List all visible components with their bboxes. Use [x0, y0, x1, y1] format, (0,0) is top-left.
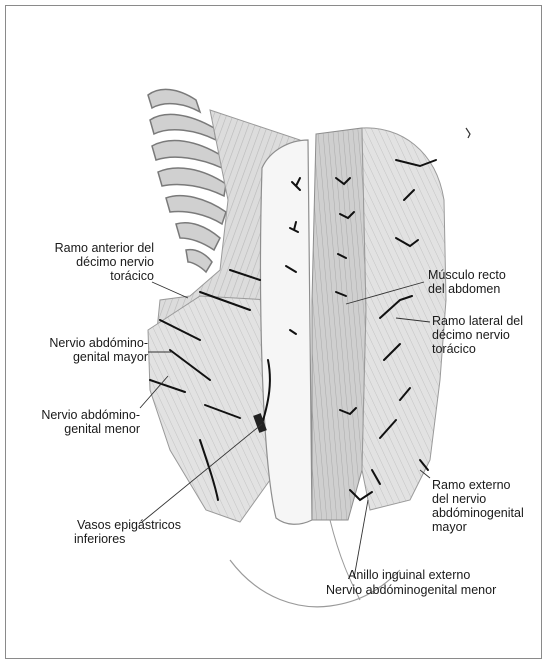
- label-line: genital mayor: [10, 350, 148, 364]
- label-ramo-anterior: Ramo anterior del décimo nervio torácico: [20, 241, 154, 283]
- label-line: Nervio abdómino-: [10, 336, 148, 350]
- label-musculo-recto: Músculo recto del abdomen: [428, 268, 506, 296]
- label-vasos-epigastricos: Vasos epigástricos inferiores: [64, 518, 194, 546]
- rectus-abdominis-muscle: [312, 128, 366, 520]
- label-line: Ramo anterior del: [20, 241, 154, 255]
- label-line: Músculo recto: [428, 268, 506, 282]
- label-line: Ramo lateral del: [432, 314, 523, 328]
- label-ramo-externo: Ramo externo del nervio abdóminogenital …: [432, 478, 524, 534]
- label-line: torácico: [20, 269, 154, 283]
- label-line: Vasos epigástricos: [64, 518, 194, 532]
- label-line: torácico: [432, 342, 523, 356]
- label-line: genital menor: [10, 422, 140, 436]
- label-nervio-abdomino-genital-mayor: Nervio abdómino- genital mayor: [10, 336, 148, 364]
- rectus-sheath: [261, 140, 312, 524]
- label-line: mayor: [432, 520, 524, 534]
- label-nervio-abdomino-genital-menor: Nervio abdómino- genital menor: [10, 408, 140, 436]
- label-line: del abdomen: [428, 282, 506, 296]
- label-line: décimo nervio: [432, 328, 523, 342]
- label-line: décimo nervio: [20, 255, 154, 269]
- label-ramo-lateral: Ramo lateral del décimo nervio torácico: [432, 314, 523, 356]
- label-line: Nervio abdómino-: [10, 408, 140, 422]
- label-anillo-inguinal: Anillo inguinal externo: [348, 568, 470, 582]
- label-nervio-abdominogenital-menor: Nervio abdóminogenital menor: [326, 583, 496, 597]
- label-line: abdóminogenital: [432, 506, 524, 520]
- label-line: del nervio: [432, 492, 524, 506]
- label-line: Ramo externo: [432, 478, 524, 492]
- label-line: inferiores: [64, 532, 194, 546]
